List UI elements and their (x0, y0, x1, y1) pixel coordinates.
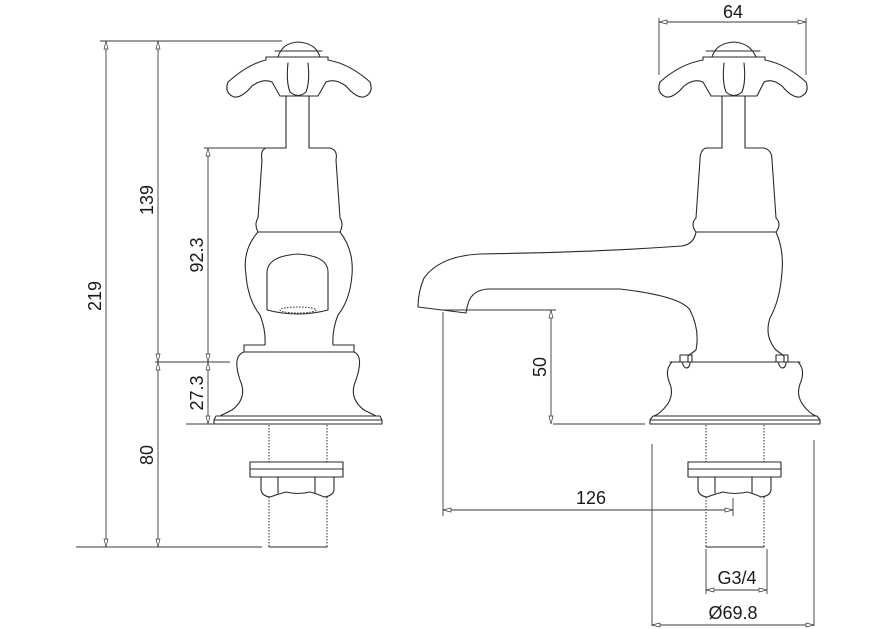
dim-base-height: 27.3 (187, 375, 207, 410)
base-collar-side (653, 361, 817, 417)
aerator-mesh (279, 306, 317, 314)
dim-base-diameter: Ø69.8 (708, 603, 757, 623)
dim-handle-width: 64 (723, 2, 743, 22)
dim-body-height: 92.3 (187, 237, 207, 272)
back-nut (260, 476, 335, 498)
side-dimensions: 64 50 126 G3/4 Ø69.8 (441, 2, 815, 628)
dim-spout-projection: 126 (576, 488, 606, 508)
cross-handle (226, 41, 372, 98)
bell-body-side (692, 147, 780, 233)
base-collar (219, 351, 377, 417)
bell-body (255, 147, 343, 233)
dim-shank-length: 80 (137, 445, 157, 465)
spout (417, 231, 698, 363)
cross-handle-side (658, 41, 808, 98)
globe-body (243, 231, 355, 353)
dim-overall-height: 219 (85, 281, 105, 311)
aerator-opening (266, 253, 329, 315)
dim-handle-to-base: 139 (137, 185, 157, 215)
back-nut-side (697, 476, 772, 498)
front-dimensions: 219 139 92.3 27.3 80 (76, 40, 282, 548)
dim-spout-height: 50 (530, 357, 550, 377)
dim-thread-size: G3/4 (717, 568, 756, 588)
front-view (213, 41, 383, 548)
side-view (417, 41, 821, 548)
